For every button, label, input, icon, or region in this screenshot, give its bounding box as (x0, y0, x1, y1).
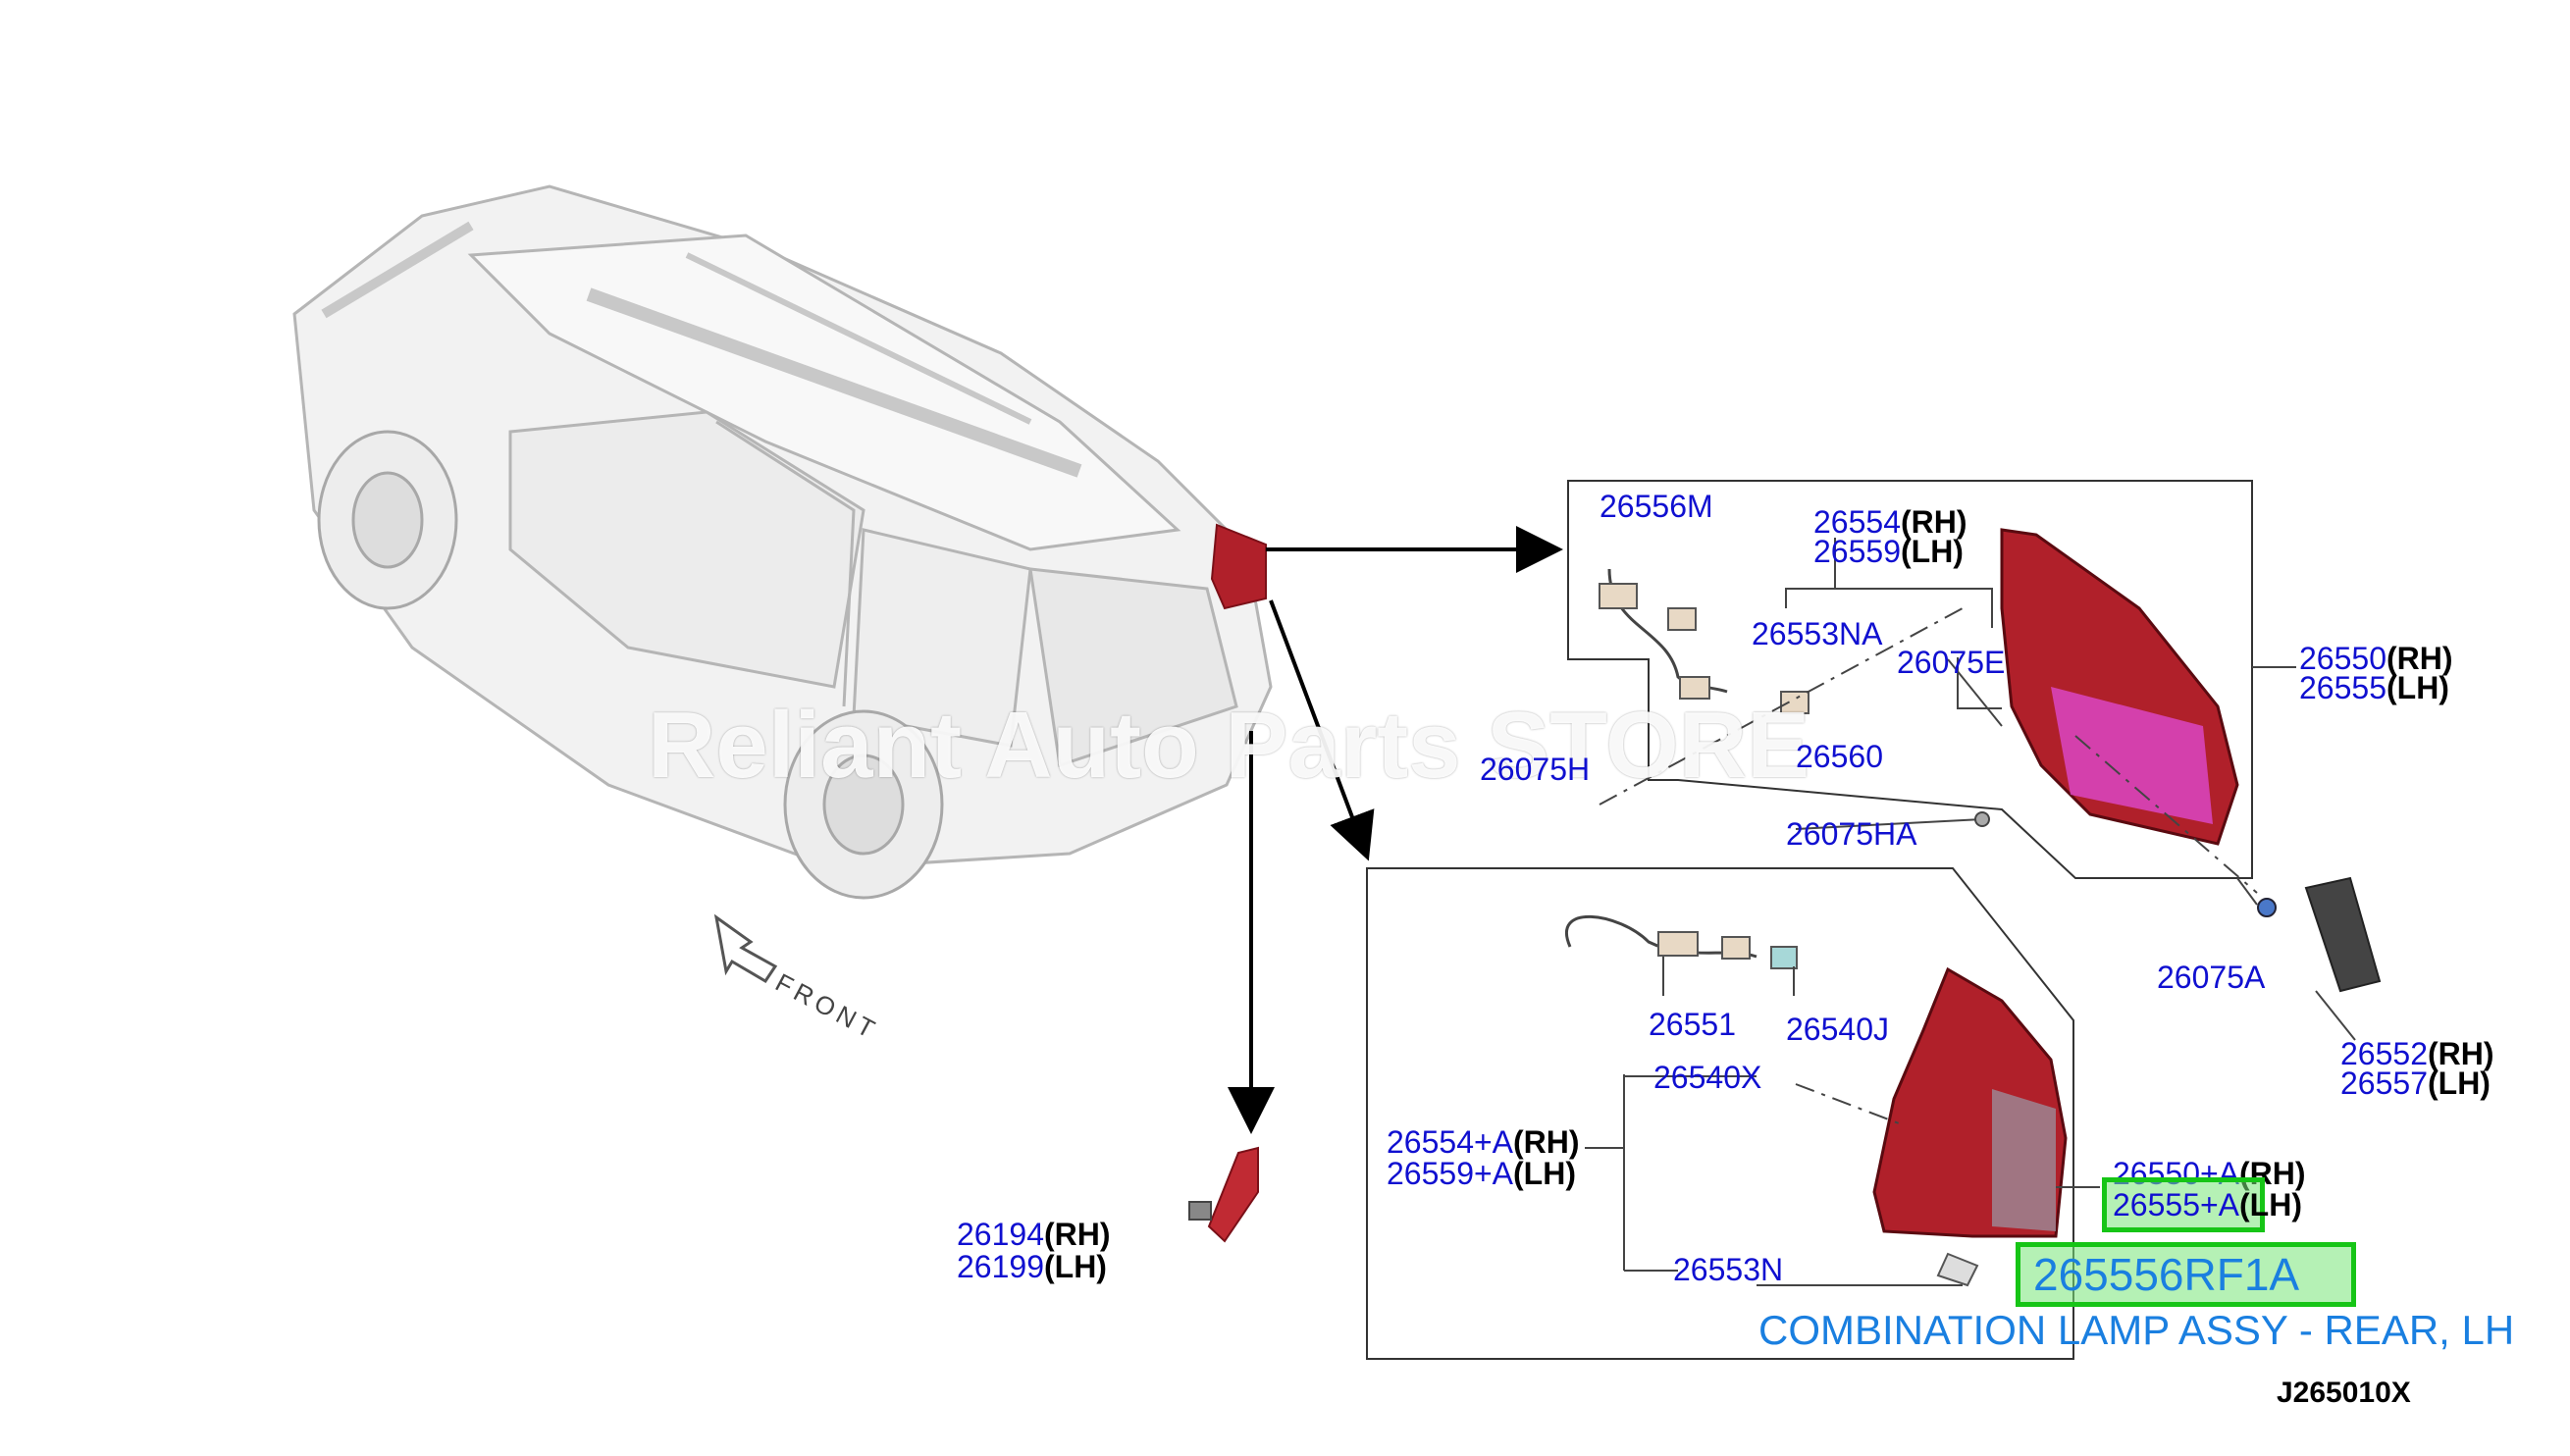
upper-detail-box (1567, 480, 2253, 879)
part-26199-lh-label[interactable]: 26199(LH) (957, 1251, 1107, 1282)
part-26555-lh-label[interactable]: 26555(LH) (2299, 672, 2449, 703)
part-26557[interactable]: 26557 (2340, 1066, 2428, 1101)
part-26075E[interactable]: 26075E (1897, 645, 2006, 680)
part-26557-lh-label[interactable]: 26557(LH) (2340, 1067, 2491, 1099)
part-26559A-lh-label[interactable]: 26559+A(LH) (1387, 1158, 1576, 1189)
side-lh: (LH) (1513, 1156, 1576, 1191)
part-26559A[interactable]: 26559+A (1387, 1156, 1514, 1191)
watermark-text: Reliant Auto Parts STORE (648, 693, 1810, 798)
upper-leader-lines (1599, 538, 2356, 1041)
lower-lamp-lens (1992, 1089, 2056, 1231)
part-26554A[interactable]: 26554+A (1387, 1124, 1514, 1160)
part-26550[interactable]: 26550 (2299, 641, 2386, 676)
part-26553N[interactable]: 26553N (1673, 1252, 1784, 1287)
lower-detail-box (1366, 867, 2074, 1360)
side-rh: (RH) (1513, 1124, 1580, 1160)
callout-arrows (1228, 526, 1563, 1134)
part-26540J[interactable]: 26540J (1786, 1012, 1889, 1047)
garnish-part-image (2304, 876, 2382, 993)
part-26555A-lh-label[interactable]: 26555+A(LH) (2113, 1189, 2302, 1221)
side-rh: (RH) (1043, 1217, 1111, 1252)
highlight-26555A-box (2102, 1177, 2265, 1232)
part-26540X[interactable]: 26540X (1653, 1060, 1762, 1095)
side-lh: (LH) (1043, 1249, 1107, 1284)
side-rh: (RH) (1900, 504, 1967, 540)
lower-harness-image (1565, 914, 1798, 969)
part-26559-lh-label[interactable]: 26559(LH) (1813, 536, 1964, 567)
part-26552-rh-label[interactable]: 26552(RH) (2340, 1038, 2494, 1069)
front-arrow-icon (713, 913, 778, 984)
vehicle-tail-lamp (1210, 523, 1267, 610)
part-26554-rh-label[interactable]: 26554(RH) (1813, 506, 1967, 538)
diagram-code: J265010X (2277, 1377, 2411, 1409)
part-26559[interactable]: 26559 (1813, 534, 1901, 569)
part-26551[interactable]: 26551 (1649, 1007, 1736, 1042)
side-lh: (LH) (1900, 534, 1964, 569)
upper-harness-image (1599, 568, 1809, 714)
part-26555[interactable]: 26555 (2299, 670, 2386, 705)
vehicle-illustration (292, 184, 1273, 870)
gasket-image (1936, 1252, 1979, 1287)
part-26550-rh-label[interactable]: 26550(RH) (2299, 643, 2453, 674)
side-lh: (LH) (2427, 1066, 2491, 1101)
vehicle-wheels (317, 430, 944, 900)
highlight-description: COMBINATION LAMP ASSY - REAR, LH (1758, 1310, 2515, 1351)
part-26554A-rh-label[interactable]: 26554+A(RH) (1387, 1126, 1580, 1158)
side-rh: (RH) (2427, 1036, 2494, 1071)
screw-image (1974, 811, 1990, 827)
part-26075HA[interactable]: 26075HA (1786, 816, 1917, 852)
part-26555A[interactable]: 26555+A (2113, 1187, 2240, 1222)
lower-leader-lines (1585, 957, 2100, 1286)
part-26560[interactable]: 26560 (1796, 739, 1883, 774)
highlight-part-number[interactable]: 265556RF1A (2033, 1249, 2300, 1300)
side-lh: (LH) (2386, 670, 2449, 705)
side-lh: (LH) (2239, 1187, 2302, 1222)
reflector-part-image (1207, 1146, 1259, 1243)
part-26552[interactable]: 26552 (2340, 1036, 2428, 1071)
part-26075H[interactable]: 26075H (1480, 752, 1591, 787)
bulb-socket-image (2257, 898, 2277, 917)
reflector-clip-image (1188, 1201, 1212, 1221)
part-26194[interactable]: 26194 (957, 1217, 1044, 1252)
part-26553NA[interactable]: 26553NA (1752, 616, 1883, 651)
upper-lamp-highlight (2051, 687, 2213, 824)
part-26554[interactable]: 26554 (1813, 504, 1901, 540)
highlight-part-number-box (2016, 1242, 2356, 1307)
part-26194-rh-label[interactable]: 26194(RH) (957, 1219, 1111, 1250)
part-26199[interactable]: 26199 (957, 1249, 1044, 1284)
part-26075A[interactable]: 26075A (2157, 960, 2266, 995)
side-rh: (RH) (2386, 641, 2453, 676)
part-26556M[interactable]: 26556M (1600, 489, 1713, 524)
